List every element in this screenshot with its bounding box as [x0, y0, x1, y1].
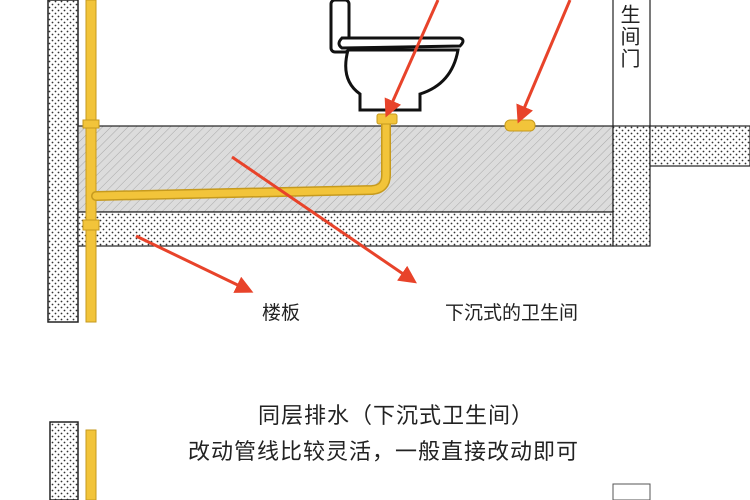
- drain-stack-lower: [85, 429, 97, 500]
- arrow-upper-1: [384, 0, 440, 118]
- arrow-upper-2: [516, 0, 572, 124]
- stack-joint-upper: [82, 119, 100, 129]
- caption-line-2: 改动管线比较灵活，一般直接改动即可: [188, 440, 580, 465]
- stack-joint-lower: [82, 219, 100, 231]
- arrow-to-sunken-label: [231, 155, 417, 284]
- floor-slab: [77, 211, 614, 247]
- caption-line-1: 同层排水（下沉式卫生间）: [258, 404, 535, 429]
- floor-slab-label: 楼板: [262, 302, 301, 324]
- toilet-outlet-fitting: [376, 113, 398, 125]
- drain-stack: [85, 0, 97, 323]
- right-wall-block: [612, 125, 651, 247]
- sunken-bathroom-label: 下沉式的卫生间: [445, 302, 579, 324]
- left-wall-lower: [49, 421, 79, 500]
- door-frame-lower: [612, 483, 651, 500]
- right-floor-slab: [649, 125, 750, 167]
- left-wall: [47, 0, 79, 323]
- door-label: 生间门: [617, 4, 641, 70]
- arrow-to-slab-label: [135, 234, 254, 293]
- floor-drain: [504, 119, 536, 132]
